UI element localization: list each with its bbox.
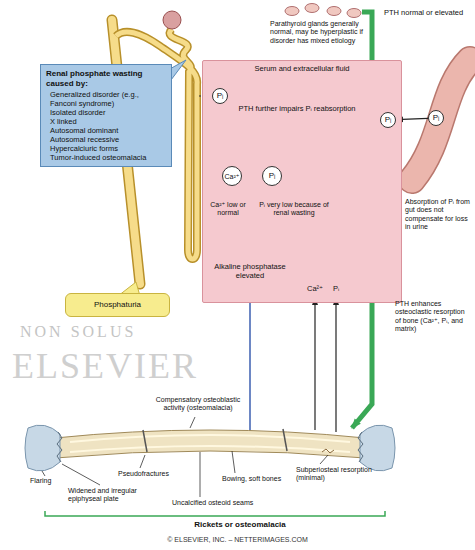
annotation: Alkaline phosphatase elevated (205, 262, 295, 280)
pseudofracture (143, 430, 147, 452)
phosphate-ion: Pᵢ (212, 88, 228, 104)
pseudofracture (283, 429, 287, 451)
parathyroid-gland (327, 7, 341, 16)
annotation: PTH normal or elevated (384, 8, 466, 17)
box-item: X linked (46, 117, 166, 126)
parathyroid-gland (347, 9, 361, 18)
cause-box: Renal phosphate wasting caused by: Genera… (40, 64, 172, 167)
annotation: PTH enhances osteoclastic resorption of … (395, 300, 471, 334)
box-item: Isolated disorder (46, 108, 166, 117)
ion-label: Pᵢ (328, 284, 344, 293)
epiphysis (25, 425, 60, 471)
bracket (45, 511, 385, 516)
phosphaturia-callout: Phosphaturia (65, 293, 170, 317)
leader-line (232, 451, 235, 473)
annotation: Absorption of Pᵢ from gut does not compe… (405, 198, 471, 232)
watermark: ELSEVIER (12, 348, 240, 384)
subperiosteal-resorption (322, 449, 334, 453)
box-item: Tumor-induced osteomalacia (46, 153, 166, 162)
box-item: Autosomal dominant (46, 126, 166, 135)
epiphyseal-plate (57, 432, 62, 462)
annotation: Pᵢ very low because of renal wasting (258, 201, 330, 218)
intestine (412, 60, 470, 180)
watermark: NON SOLUS (20, 324, 170, 340)
box-heading: Renal phosphate wasting caused by: (46, 69, 166, 88)
phosphate-ion: Pᵢ (428, 110, 444, 126)
annotation: Ca²⁺ low or normal (204, 201, 252, 218)
parathyroid-gland (305, 4, 319, 13)
flux-arrow (314, 298, 315, 430)
flux-arrow (335, 298, 336, 432)
ion-symbol: Pᵢ (217, 92, 224, 100)
flux-arrow (249, 290, 251, 431)
box-item: Generalized disorder (e.g., Fanconi synd… (46, 90, 166, 108)
epiphysis (360, 425, 395, 471)
part-label: Flaring (30, 477, 70, 485)
ion-symbol: Ca²⁺ (225, 173, 240, 180)
osteoid-seam (70, 446, 350, 452)
leader-line (140, 455, 145, 468)
annotation: Parathyroid glands generally normal, may… (270, 20, 367, 45)
box-heading: Phosphaturia (71, 300, 164, 310)
leader-line (320, 455, 328, 464)
part-label: Uncalcified osteoid seams (172, 499, 282, 507)
ion-label: Ca²⁺ (302, 284, 328, 293)
box-item: Autosomal recessive (46, 135, 166, 144)
part-label: Bowing, soft bones (222, 475, 292, 483)
long-bone (55, 430, 365, 458)
ion-symbol: Pᵢ (433, 114, 440, 122)
ion-symbol: Pᵢ (269, 172, 276, 180)
ion-symbol: Pᵢ (385, 116, 392, 124)
part-label: Subperiosteal resorption (minimal) (296, 466, 376, 483)
phosphate-ion: Pᵢ (262, 166, 282, 186)
glomerulus (163, 11, 181, 29)
calcium-ion: Ca²⁺ (222, 166, 242, 186)
part-label: Widened and irregular epiphyseal plate (68, 487, 164, 504)
part-label: Compensatory osteoblastic activity (oste… (148, 396, 248, 413)
box-heading: Serum and extracellular fluid (207, 64, 397, 73)
leader-line (190, 417, 195, 428)
part-label: Pseudofractures (118, 470, 183, 478)
phosphate-ion: Pᵢ (380, 112, 396, 128)
osteoid-seam (70, 435, 350, 442)
box-item: Hypercalciuric forms (46, 144, 166, 153)
epiphyseal-plate (358, 432, 363, 462)
leader-line (42, 471, 45, 476)
figure-caption: Rickets or osteomalacia (140, 520, 340, 530)
annotation: PTH further impairs Pᵢ reabsorption (232, 104, 362, 113)
intestine (412, 60, 470, 180)
parathyroid-gland (285, 7, 299, 16)
leader-line (200, 452, 201, 497)
copyright: © ELSEVIER, INC. – NETTERIMAGES.COM (100, 536, 375, 544)
leader-line (62, 464, 100, 485)
